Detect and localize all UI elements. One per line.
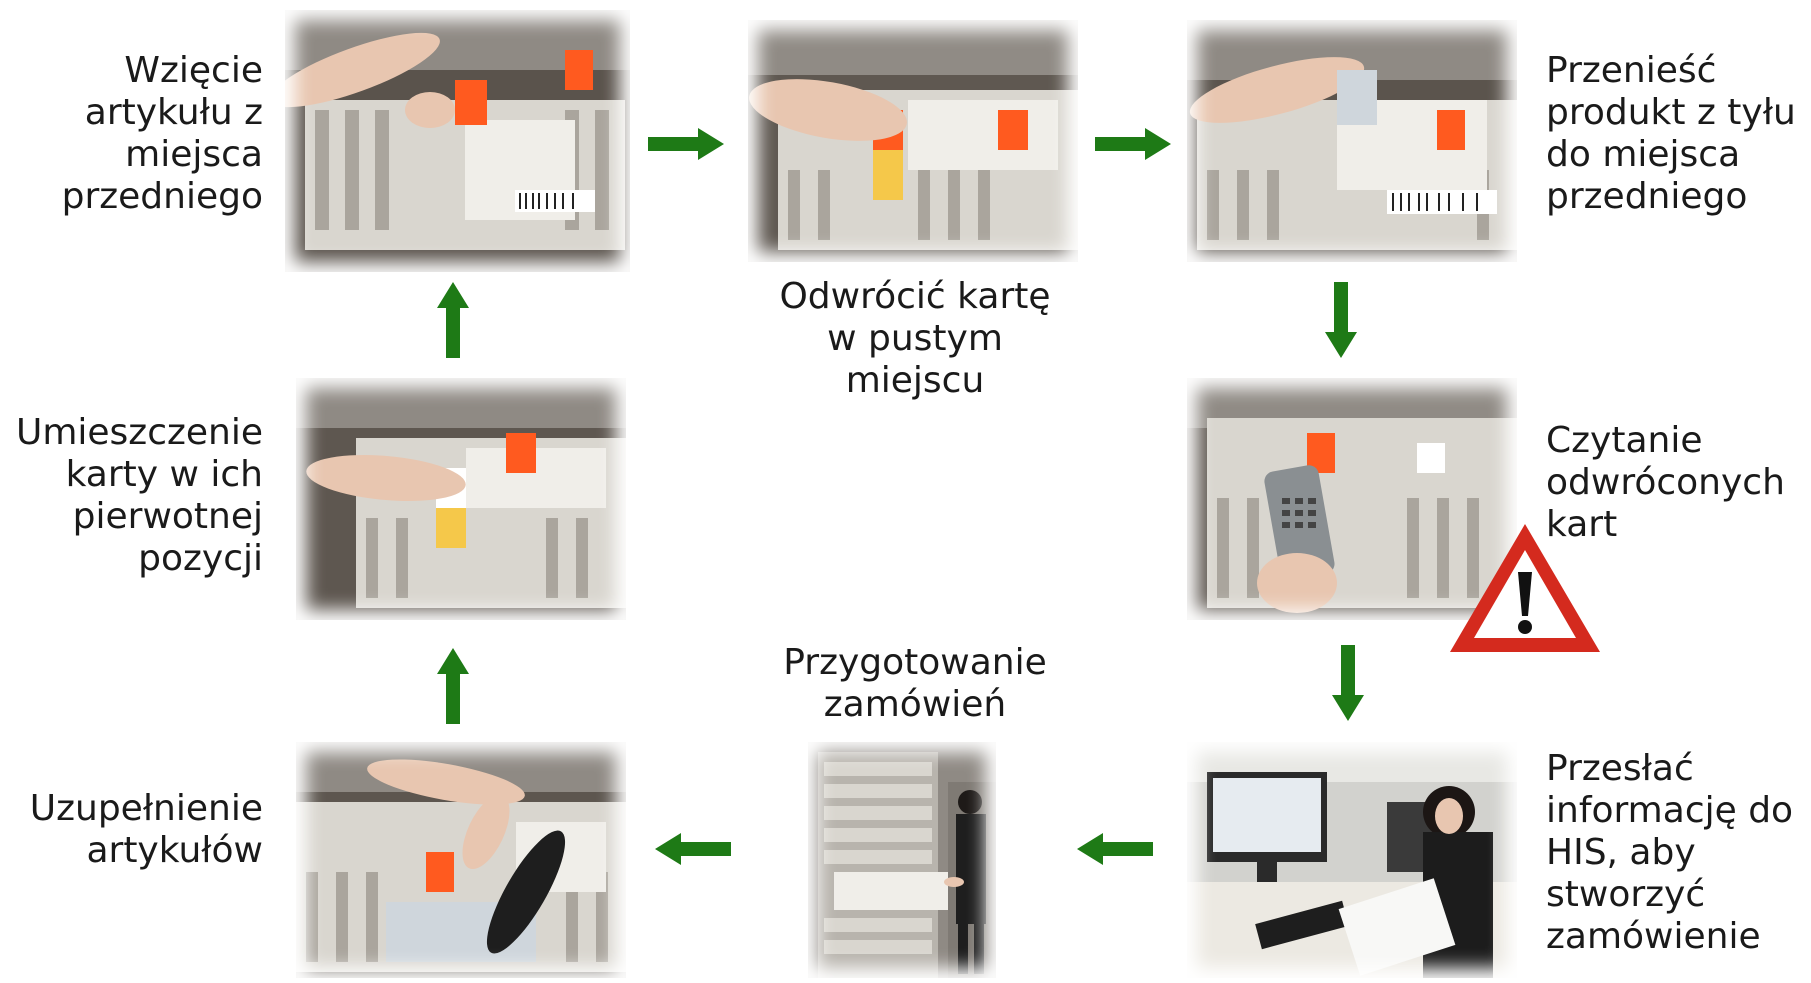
arrow-down-2 [1332, 645, 1364, 721]
step-replenish-label: Uzupełnienie artykułów [29, 788, 263, 871]
arrow-left-1 [655, 833, 731, 865]
photo-place-card [296, 378, 626, 620]
arrow-up-2 [437, 648, 469, 724]
arrow-up-1 [437, 282, 469, 358]
step-move-back-label: Przenieść produkt z tyłu do miejsca prze… [1546, 50, 1796, 217]
photo-replenish [296, 742, 626, 978]
step-send-his-label: Przesłać informację do HIS, aby stworzyć… [1546, 748, 1794, 957]
photo-move-back [1187, 20, 1517, 262]
photo-send-his [1187, 742, 1517, 978]
arrow-left-2 [1077, 833, 1153, 865]
photo-prepare-orders [808, 742, 996, 978]
step-place-card-label: Umieszczenie karty w ich pierwotnej pozy… [15, 412, 263, 579]
photo-take-front [285, 10, 630, 272]
photo-read-cards [1187, 378, 1517, 620]
photo-flip-card [748, 20, 1078, 262]
arrow-down-1 [1325, 282, 1357, 358]
step-flip-card-label: Odwrócić kartę w pustym miejscu [779, 276, 1051, 401]
arrow-right-2 [1095, 128, 1171, 160]
arrow-right-1 [648, 128, 724, 160]
step-take-front-label: Wzięcie artykułu z miejsca przedniego [61, 50, 263, 217]
step-read-cards-label: Czytanie odwróconych kart [1546, 420, 1785, 545]
step-prepare-orders-label: Przygotowanie zamówień [783, 642, 1047, 725]
warning-icon [1448, 520, 1602, 654]
